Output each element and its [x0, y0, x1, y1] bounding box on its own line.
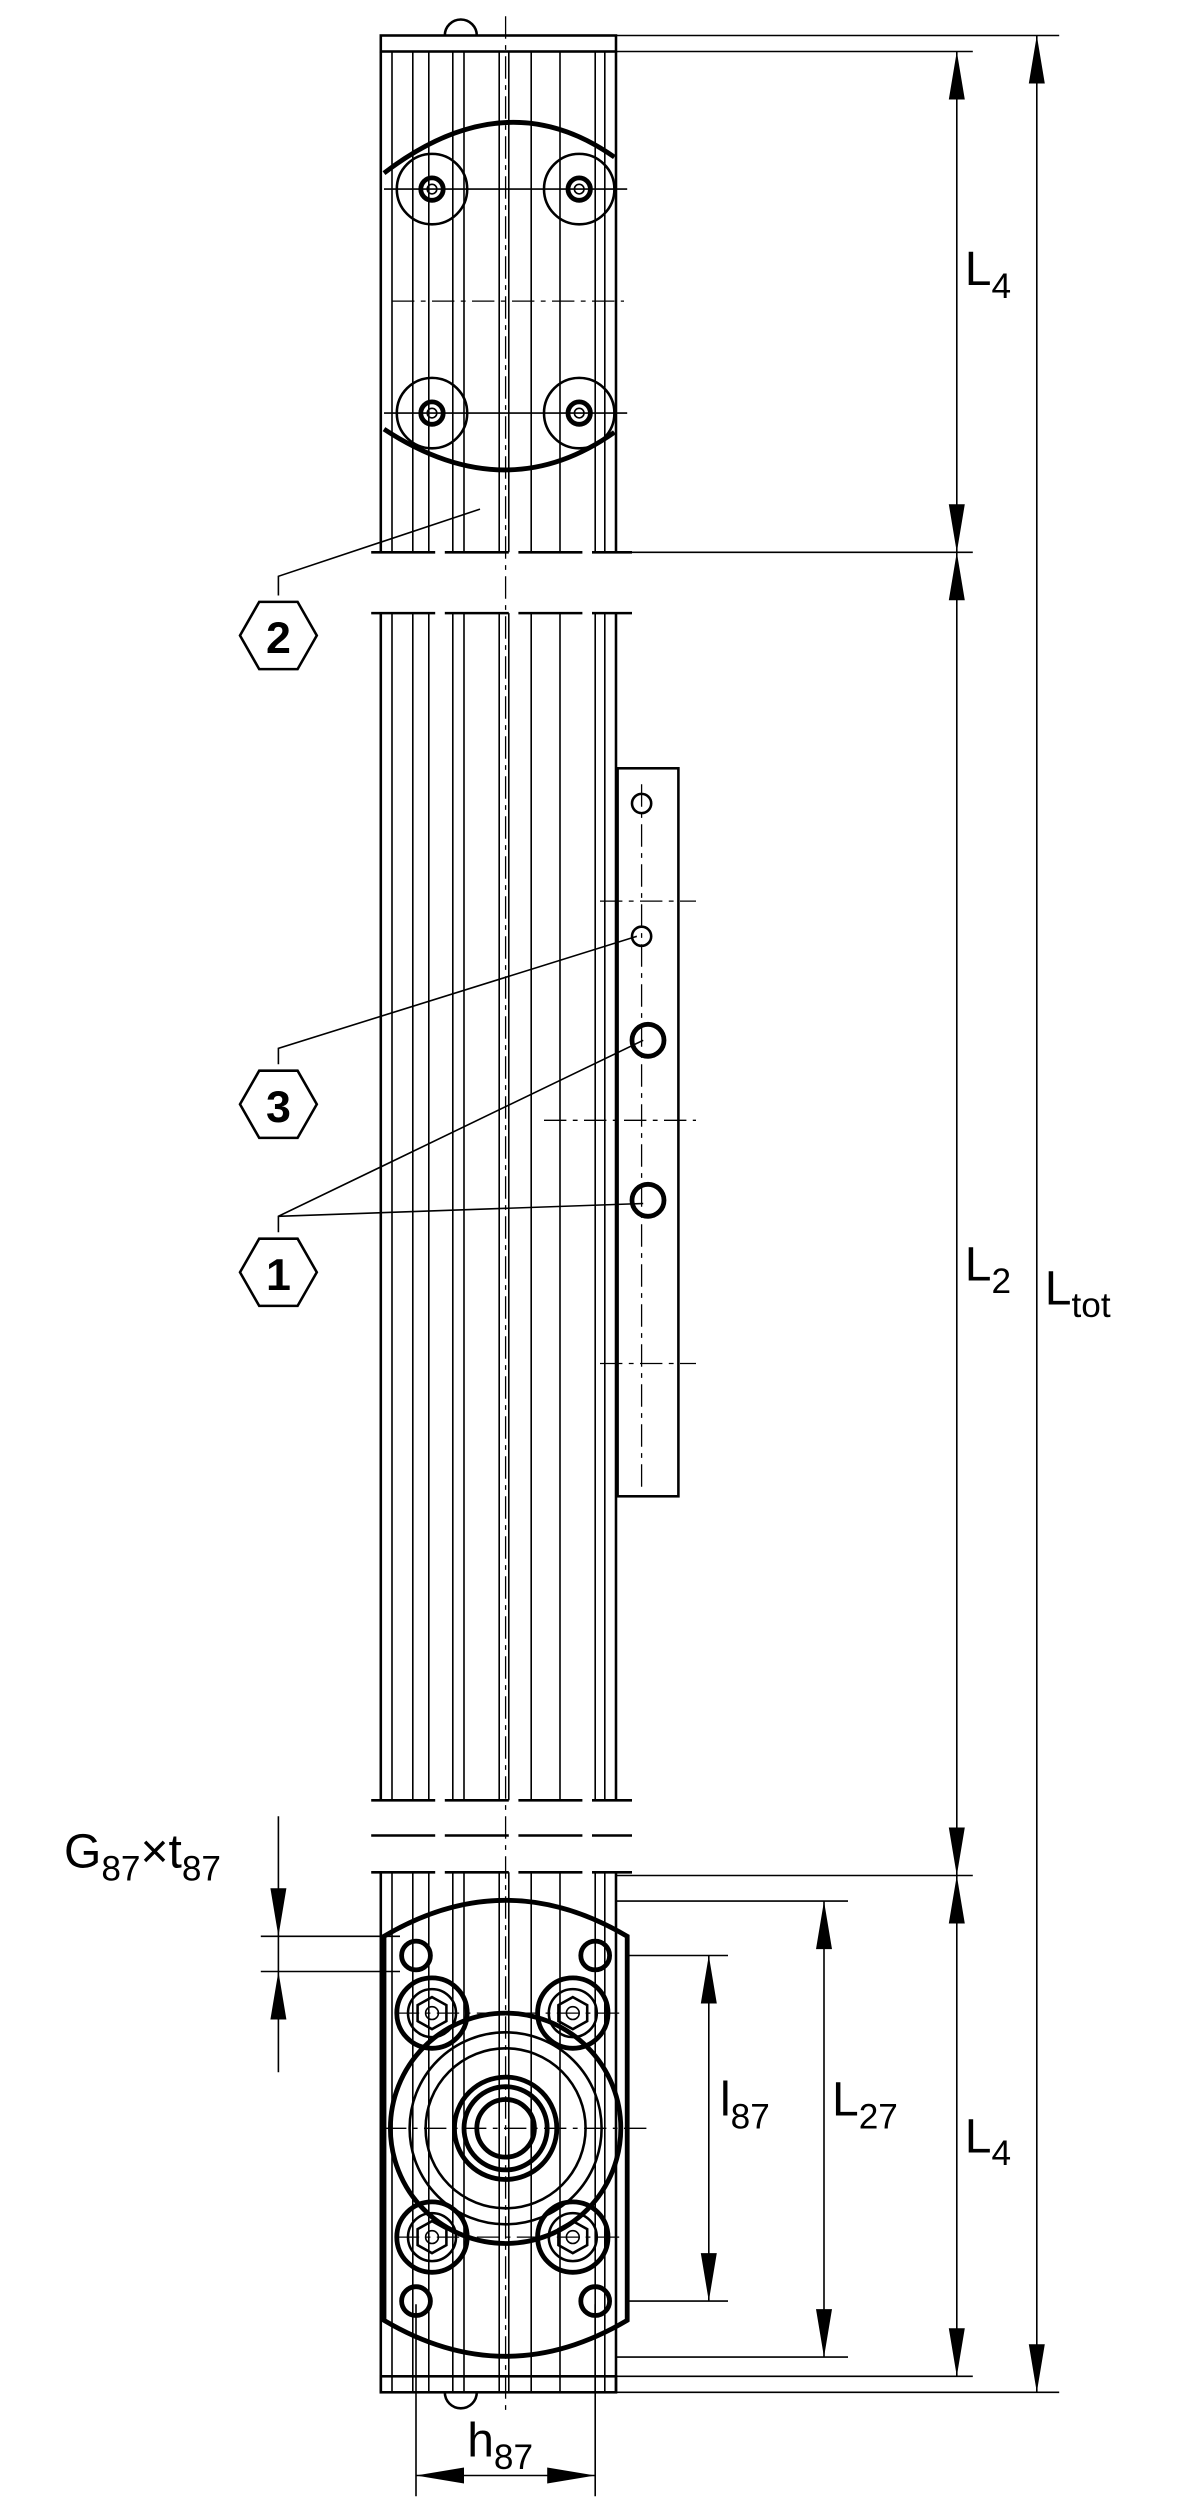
svg-text:1: 1 — [266, 1250, 291, 1300]
svg-text:2: 2 — [266, 613, 291, 663]
dim-L4-bottom: L4 — [965, 2110, 1011, 2173]
dim-L4-top: L4 — [965, 243, 1011, 306]
dim-L27: L27 — [832, 2074, 898, 2137]
drive-end-plate — [381, 1898, 648, 2359]
callout-1: 1 — [238, 1237, 319, 1308]
sensor-rail — [544, 767, 696, 1498]
dim-G87-t87: G87×t87 — [64, 1826, 221, 1889]
dim-L2: L2 — [965, 1238, 1011, 1301]
svg-text:3: 3 — [266, 1082, 291, 1132]
top-plate — [382, 119, 628, 473]
dim-h87: h87 — [467, 2414, 533, 2477]
dim-Ltot: Ltot — [1045, 1262, 1111, 1325]
dimension-lines — [270, 35, 1045, 2484]
callout-3: 3 — [238, 1069, 319, 1140]
dim-l87: l87 — [720, 2074, 770, 2137]
callout-2: 2 — [238, 600, 319, 671]
